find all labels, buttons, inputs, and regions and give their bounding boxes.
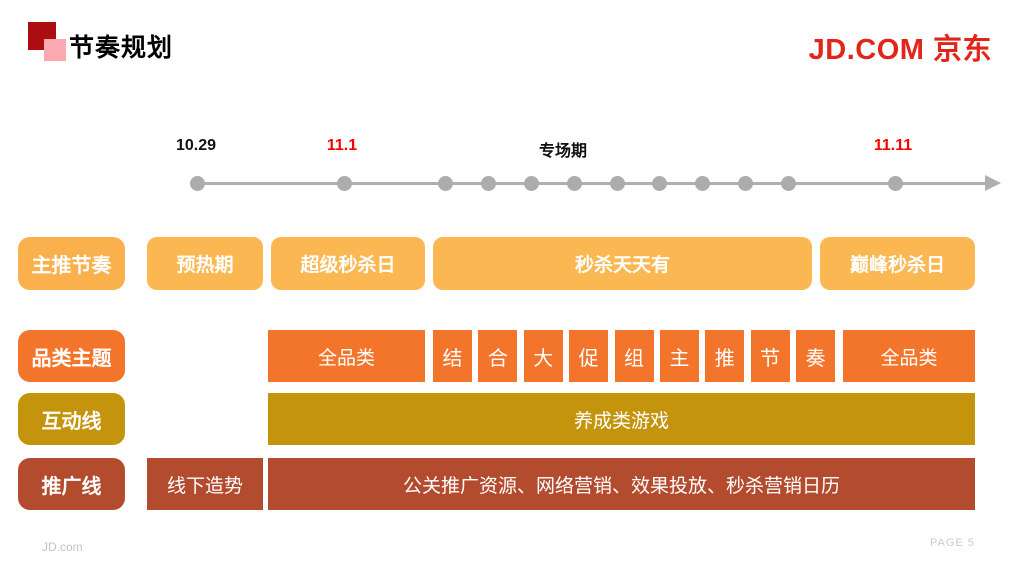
timeline-dot	[524, 176, 539, 191]
timeline-line	[198, 182, 988, 185]
segment-peak-seckill-day: 巅峰秒杀日	[820, 237, 975, 290]
char-box: 促	[569, 330, 609, 382]
segment-all-categories-left: 全品类	[268, 330, 425, 382]
timeline-dot	[438, 176, 453, 191]
footer-page-number: PAGE 5	[930, 537, 975, 549]
segment-growth-games: 养成类游戏	[268, 393, 975, 445]
char-box: 节	[750, 330, 790, 382]
row-label-category-theme: 品类主题	[18, 330, 125, 382]
row-label-interaction-line: 互动线	[18, 393, 125, 445]
timeline-dot	[567, 176, 582, 191]
row-label-main-rhythm: 主推节奏	[18, 237, 125, 290]
char-box: 组	[614, 330, 654, 382]
char-box: 结	[433, 330, 472, 382]
segment-super-seckill-day: 超级秒杀日	[271, 237, 425, 290]
char-box: 推	[705, 330, 745, 382]
milestone-label-1111: 11.11	[873, 137, 913, 154]
timeline-dot	[888, 176, 903, 191]
char-box: 奏	[796, 330, 835, 382]
segment-pr-marketing-resources: 公关推广资源、网络营销、效果投放、秒杀营销日历	[268, 458, 975, 510]
timeline-dot	[652, 176, 667, 191]
segment-all-categories-right: 全品类	[843, 330, 975, 382]
row-label-promotion-line: 推广线	[18, 458, 125, 510]
timeline-arrow-icon	[985, 175, 1001, 191]
milestone-label-special-period: 专场期	[538, 143, 588, 160]
footer-watermark: JD.com	[42, 540, 83, 554]
char-box: 大	[523, 330, 563, 382]
char-box: 合	[478, 330, 518, 382]
milestone-label-111: 11.1	[326, 137, 358, 154]
segment-offline-momentum: 线下造势	[147, 458, 263, 510]
segment-seckill-everyday: 秒杀天天有	[433, 237, 812, 290]
segment-warmup-period: 预热期	[147, 237, 263, 290]
timeline-dot	[781, 176, 796, 191]
jd-logo: JD.COM 京东	[808, 34, 992, 66]
milestone-label-1029: 10.29	[175, 137, 217, 154]
timeline-dot	[481, 176, 496, 191]
timeline-dot	[610, 176, 625, 191]
title-mark-pink-square-icon	[44, 39, 66, 61]
timeline-dot	[190, 176, 205, 191]
timeline-dot	[695, 176, 710, 191]
category-char-strip: 结 合 大 促 组 主 推 节 奏	[433, 330, 835, 382]
char-box: 主	[659, 330, 699, 382]
timeline-dot	[337, 176, 352, 191]
timeline-dot	[738, 176, 753, 191]
page-title: 节奏规划	[69, 34, 174, 62]
